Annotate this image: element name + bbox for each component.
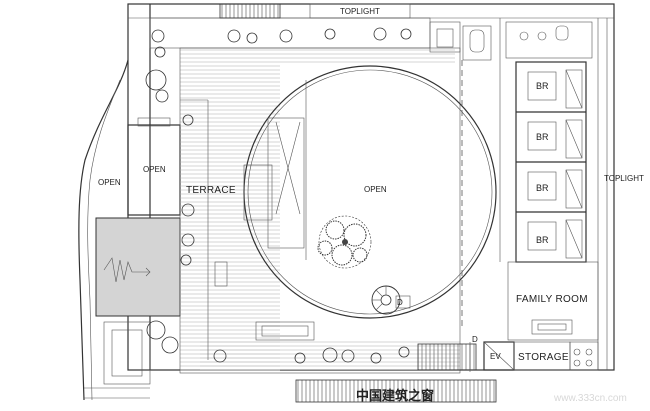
main-stair-down-label: D: [472, 335, 478, 344]
storage-label: STORAGE: [518, 352, 569, 363]
left-curved-wall: [78, 59, 150, 401]
family-room-label: FAMILY ROOM: [516, 294, 588, 305]
main-stairs: [295, 342, 497, 403]
terrace-furniture: [214, 261, 315, 341]
courtyard-circle: [243, 60, 497, 330]
bedroom-1-label: BR: [536, 81, 549, 91]
terrace-deck: [179, 47, 461, 374]
courtyard-tree-icon: [317, 215, 372, 269]
terrace-label: TERRACE: [186, 185, 236, 196]
family-storage-block: [483, 261, 599, 371]
toplight-top-label: TOPLIGHT: [340, 7, 380, 16]
spiral-stair: [371, 285, 411, 315]
stair-down-label: D: [397, 298, 403, 307]
bedroom-4-label: BR: [536, 235, 549, 245]
elevator-label: EV: [490, 352, 501, 361]
bedroom-2-label: BR: [536, 132, 549, 142]
bedroom-3-label: BR: [536, 183, 549, 193]
left-open-void: [95, 117, 181, 385]
watermark-text: 中国建筑之窗: [356, 388, 434, 403]
open-mid-label: OPEN: [143, 165, 166, 174]
planter-trees: [145, 27, 412, 364]
open-court-label: OPEN: [364, 185, 387, 194]
open-left-label: OPEN: [98, 178, 121, 187]
top-strip: [149, 3, 492, 61]
watermark-url: www.333cn.com: [553, 393, 627, 404]
toplight-right-label: TOPLIGHT: [604, 174, 644, 183]
